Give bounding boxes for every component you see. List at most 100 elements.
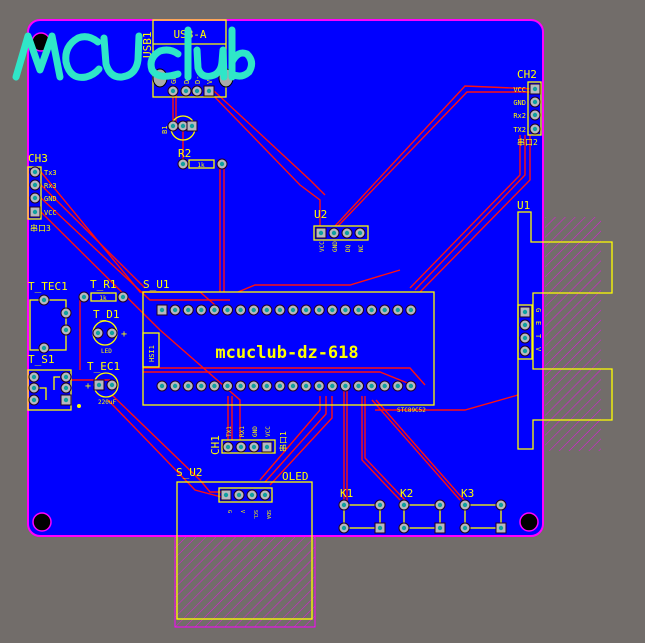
- switch-t-s1[interactable]: T_S1: [27, 353, 81, 411]
- drill-hole: [238, 383, 243, 389]
- u2-pin-label: GND: [332, 241, 339, 252]
- drill-hole: [462, 502, 468, 508]
- s-u2-value-label: OLED: [282, 470, 309, 483]
- drill-hole: [437, 525, 443, 531]
- drill-hole: [199, 307, 204, 313]
- drill-hole: [189, 123, 195, 129]
- drill-hole: [186, 383, 191, 389]
- drill-hole: [303, 383, 309, 389]
- peltier-t-tec1[interactable]: T_TEC1: [28, 280, 72, 354]
- ch2-note-label: 串口2: [517, 138, 538, 147]
- drill-hole: [532, 126, 538, 132]
- drill-hole: [251, 307, 256, 313]
- drill-hole: [522, 322, 528, 328]
- drill-hole: [120, 294, 126, 300]
- s-u2-pin-label: G: [226, 510, 232, 513]
- header-ch3[interactable]: CH3 Tx3 Rx3 GND VCC 串口3: [27, 152, 57, 233]
- mcu-s-u1[interactable]: S_U1 HSI1 mcuclub-dz-618 STC89C52: [142, 278, 435, 414]
- r2-value-label: 1k: [197, 162, 205, 169]
- board-outline[interactable]: [27, 19, 544, 537]
- drill-hole: [369, 383, 374, 389]
- ch1-ref-label: CH1: [209, 435, 222, 455]
- t-ec1-value-label: 220uF: [98, 399, 116, 406]
- drill-hole: [290, 307, 296, 313]
- mcuclub-logo: [12, 26, 256, 81]
- t-ec1-ref-label: T_EC1: [87, 360, 120, 373]
- s-u1-ref-label: S_U1: [143, 278, 170, 291]
- led-t-d1[interactable]: T_D1 + LED: [92, 308, 127, 355]
- drill-hole: [532, 86, 538, 92]
- header-ch2[interactable]: CH2 VCC GND Rx2 TX2 串口2: [513, 68, 542, 147]
- resistor-t-r1[interactable]: T_R1 1k: [78, 278, 129, 303]
- usb-pin-label: D-: [194, 76, 202, 84]
- oled-s-u2[interactable]: S_U2 OLED G V SCL SDA: [176, 466, 313, 620]
- module-u1[interactable]: U1 G E T V: [517, 199, 613, 450]
- drill-hole: [369, 307, 374, 313]
- header-ch1[interactable]: CH1 TX1 RX1 GND VCC 串口1: [209, 426, 288, 455]
- capacitor-t-ec1[interactable]: T_EC1 + 220uF: [85, 360, 120, 406]
- drill-hole: [180, 123, 186, 129]
- s-u1-notch-label: HSI1: [148, 345, 156, 362]
- drill-hole: [382, 307, 387, 313]
- drill-hole: [212, 307, 217, 313]
- button-k3[interactable]: K3: [459, 487, 507, 534]
- drill-hole: [330, 383, 335, 389]
- drill-hole: [31, 374, 37, 380]
- drill-hole: [63, 327, 69, 333]
- resistor-r2[interactable]: R2 1k: [177, 147, 228, 170]
- drill-hole: [63, 374, 69, 380]
- ch3-pin-label: VCC: [44, 209, 57, 217]
- drill-hole: [172, 307, 178, 313]
- drill-hole: [401, 525, 407, 531]
- drill-hole: [81, 294, 87, 300]
- transistor-b1[interactable]: B1: [161, 115, 198, 141]
- ch2-pin-label: VCC: [513, 86, 526, 94]
- drill-hole: [382, 383, 387, 389]
- t-d1-ref-label: T_D1: [93, 308, 120, 321]
- t-tec1-ref-label: T_TEC1: [28, 280, 68, 293]
- u2-pin-label: NC: [358, 244, 365, 252]
- t-r1-value-label: 1k: [99, 295, 107, 302]
- drill-hole: [344, 230, 350, 236]
- usb-ref-label: USB1: [141, 32, 154, 59]
- button-k2[interactable]: K2: [398, 487, 446, 534]
- drill-hole: [225, 383, 230, 389]
- drill-hole: [63, 385, 69, 391]
- sensor-u2[interactable]: U2 VCC GND DQ NC: [313, 208, 369, 252]
- drill-hole: [109, 382, 115, 388]
- ch1-note-label: 串口1: [279, 431, 288, 452]
- s-u2-pin-label: SDA: [265, 510, 271, 519]
- drill-hole: [356, 383, 361, 389]
- drill-hole: [343, 307, 348, 313]
- drill-hole: [318, 230, 324, 236]
- drill-hole: [356, 307, 361, 313]
- drill-hole: [199, 383, 204, 389]
- k3-ref-label: K3: [461, 487, 474, 500]
- drill-hole: [32, 169, 38, 175]
- drill-hole: [395, 383, 400, 389]
- drill-hole: [290, 383, 296, 389]
- t-ec1-polarity: +: [85, 381, 91, 392]
- drill-hole: [317, 307, 322, 313]
- drill-hole: [225, 307, 230, 313]
- ch2-pin-label: TX2: [513, 126, 526, 134]
- ch1-pin-label: TX1: [226, 426, 233, 437]
- drill-hole: [236, 492, 242, 498]
- drill-hole: [462, 525, 468, 531]
- drill-hole: [522, 348, 528, 354]
- drill-hole: [41, 345, 47, 351]
- drill-hole: [159, 307, 165, 313]
- drill-hole: [32, 209, 38, 215]
- drill-hole: [219, 161, 225, 167]
- drill-hole: [180, 161, 186, 167]
- drill-hole: [377, 502, 383, 508]
- drill-hole: [264, 307, 269, 313]
- drill-hole: [331, 230, 337, 236]
- drill-hole: [170, 123, 176, 129]
- mcu-board-name: mcuclub-dz-618: [215, 343, 358, 363]
- t-d1-polarity: +: [121, 329, 127, 340]
- button-k1[interactable]: K1: [338, 487, 386, 534]
- drill-hole: [194, 88, 200, 94]
